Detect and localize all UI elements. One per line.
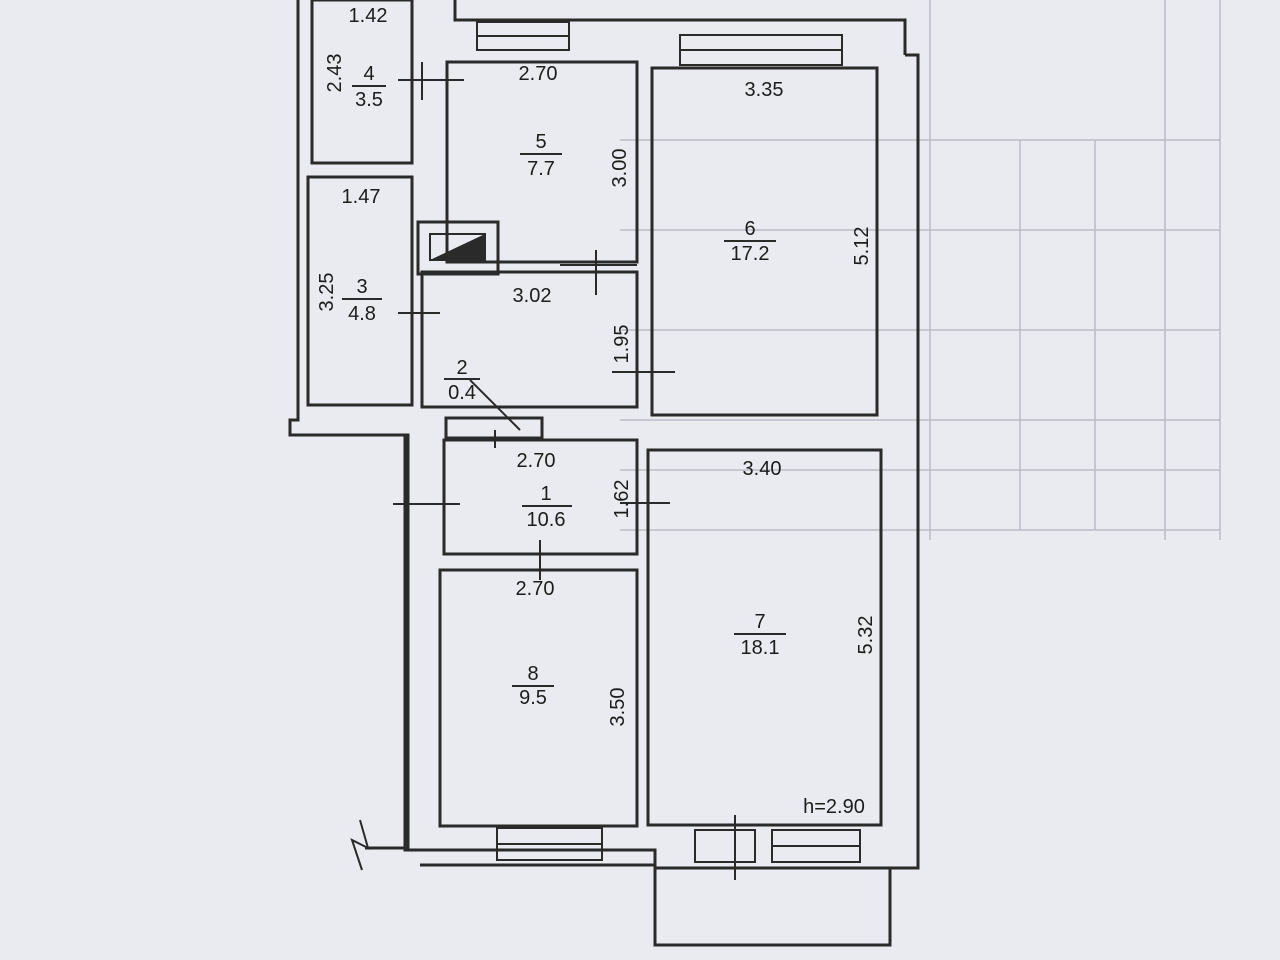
- room-2-depth: 1.95: [611, 325, 633, 364]
- room-6-area: 17.2: [731, 243, 770, 265]
- room-7-area: 18.1: [741, 637, 780, 659]
- room-7-number: 7: [754, 611, 765, 633]
- background-table-lines: [620, 0, 1221, 540]
- room-6-outline: [650, 66, 879, 417]
- room-3-width: 1.47: [342, 186, 381, 208]
- room-2-outline: [420, 270, 639, 409]
- room-3-depth: 3.25: [316, 273, 338, 312]
- room-5-outline: [445, 60, 639, 264]
- closet-leader-line: [469, 379, 521, 431]
- room-6-width: 3.35: [745, 79, 784, 101]
- room-8-area: 9.5: [519, 687, 547, 709]
- room-1-depth: 1.62: [611, 480, 633, 519]
- room-5-area: 7.7: [527, 158, 555, 180]
- room-3-outline: [306, 175, 414, 407]
- room-8-width: 2.70: [516, 578, 555, 600]
- room-6-depth: 5.12: [851, 227, 873, 266]
- room-5-width: 2.70: [519, 63, 558, 85]
- outer-walls: [288, 0, 920, 947]
- room-1-number: 1: [540, 483, 551, 505]
- room-8-depth: 3.50: [607, 688, 629, 727]
- room-4-area: 3.5: [355, 89, 383, 111]
- door-marks: [350, 62, 736, 880]
- room-8-outline: [438, 568, 639, 828]
- room-2-area: 0.4: [448, 382, 476, 404]
- vent-shaft: [416, 220, 500, 276]
- room-6-number: 6: [744, 218, 755, 240]
- ceiling-height: h=2.90: [803, 796, 865, 818]
- room-5-number: 5: [535, 131, 546, 153]
- room-2-number: 2: [456, 357, 467, 379]
- room-4-outline: [310, 0, 414, 165]
- windows: [476, 21, 861, 863]
- room-2-width: 3.02: [513, 285, 552, 307]
- room-1-width: 2.70: [517, 450, 556, 472]
- room-7-width: 3.40: [743, 458, 782, 480]
- room-3-number: 3: [356, 276, 367, 298]
- room-7-depth: 5.32: [855, 616, 877, 655]
- room-4-number: 4: [363, 63, 374, 85]
- room-7-outline: [646, 448, 883, 827]
- room-4-width: 1.42: [349, 5, 388, 27]
- room-1-area: 10.6: [527, 509, 566, 531]
- room-4-depth: 2.43: [324, 54, 346, 93]
- room-8-number: 8: [527, 663, 538, 685]
- room-3-area: 4.8: [348, 303, 376, 325]
- room-5-depth: 3.00: [609, 149, 631, 188]
